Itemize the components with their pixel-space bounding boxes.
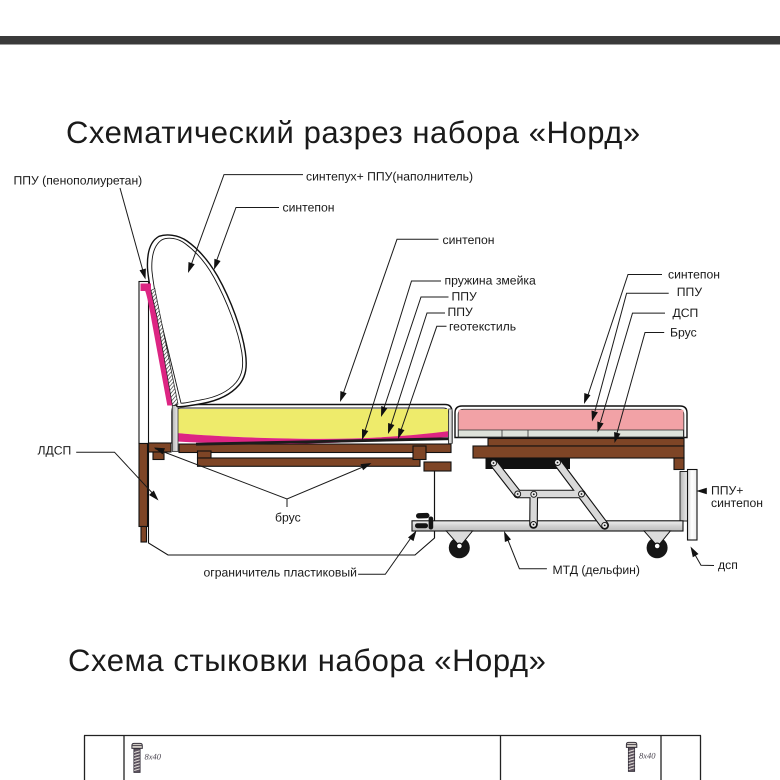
svg-text:синтепон: синтепон (443, 233, 495, 247)
svg-text:синтепух+ ППУ(наполнитель): синтепух+ ППУ(наполнитель) (306, 170, 473, 184)
svg-text:Брус: Брус (670, 326, 697, 340)
svg-text:пружина змейка: пружина змейка (445, 274, 536, 288)
svg-text:синтепон: синтепон (283, 201, 335, 215)
svg-text:ЛДСП: ЛДСП (38, 444, 72, 458)
svg-text:ППУ: ППУ (677, 285, 703, 299)
svg-text:ППУ: ППУ (448, 305, 474, 319)
svg-text:ППУ: ППУ (452, 289, 478, 303)
svg-text:геотекстиль: геотекстиль (449, 320, 516, 334)
svg-text:Схематический разрез набора «Н: Схематический разрез набора «Норд» (66, 115, 641, 150)
svg-text:8х40: 8х40 (639, 751, 656, 761)
svg-text:дсп: дсп (718, 558, 738, 572)
svg-text:Схема стыковки набора «Норд»: Схема стыковки набора «Норд» (68, 643, 546, 678)
svg-text:брус: брус (275, 511, 301, 525)
svg-text:МТД (дельфин): МТД (дельфин) (553, 563, 640, 577)
svg-text:ППУ (пенополиуретан): ППУ (пенополиуретан) (14, 173, 143, 187)
svg-text:8х40: 8х40 (145, 752, 162, 762)
svg-text:ППУ+: ППУ+ (711, 484, 743, 498)
svg-text:ДСП: ДСП (673, 306, 699, 320)
svg-text:ограничитель пластиковый: ограничитель пластиковый (204, 565, 357, 579)
svg-text:синтепон: синтепон (711, 496, 763, 510)
svg-text:синтепон: синтепон (668, 267, 720, 281)
